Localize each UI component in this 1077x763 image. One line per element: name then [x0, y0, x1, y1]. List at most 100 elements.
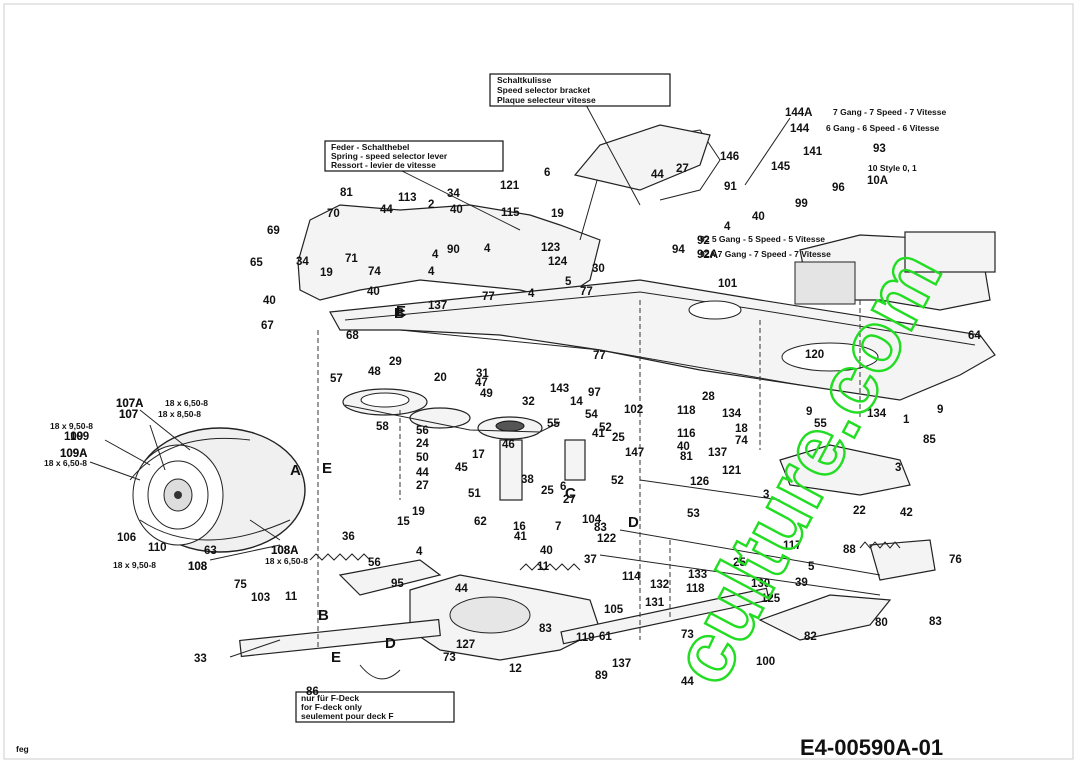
footer-small-mark: feg [16, 744, 29, 754]
part-number-label: D [628, 514, 639, 531]
part-number-label: 41 [592, 428, 605, 440]
part-number-label: 103 [251, 592, 270, 604]
part-number-label: 44 [455, 583, 468, 595]
part-number-label: 4 [484, 243, 491, 255]
rear-wheel [129, 427, 306, 553]
part-number-label: 88 [843, 544, 856, 556]
svg-text:nur für F-Deck: nur für F-Deck [301, 693, 359, 703]
part-number-label: 40 [677, 441, 690, 453]
part-number-label: 50 [416, 452, 429, 464]
part-number-label: 101 [718, 278, 738, 290]
part-number-label: B [318, 607, 329, 624]
part-number-label: 4 [432, 249, 439, 261]
part-number-label: 106 [117, 532, 136, 544]
svg-text:10 Style 0, 1: 10 Style 0, 1 [868, 163, 917, 173]
part-number-label: 27 [676, 163, 689, 175]
part-number-label: 137 [428, 300, 447, 312]
part-number-label: 57 [330, 373, 343, 385]
svg-text:Feder - Schalthebel: Feder - Schalthebel [331, 142, 409, 152]
part-number-label: 118 [677, 405, 696, 417]
part-number-label: 117 [783, 540, 802, 552]
part-number-label: 53 [687, 508, 700, 520]
part-number-label: 45 [455, 462, 468, 474]
part-number-label: 51 [468, 488, 481, 500]
svg-text:108A: 108A [271, 545, 299, 557]
part-number-label: 114 [622, 571, 641, 583]
part-number-label: 9 [937, 404, 943, 416]
part-number-label: 11 [285, 591, 298, 603]
part-number-label: 5 [808, 561, 815, 573]
part-number-label: 44 [681, 676, 694, 688]
svg-text:107: 107 [119, 409, 138, 421]
part-number-label: 107A [116, 398, 144, 410]
part-number-label: 7 [555, 521, 561, 533]
part-number-label: 28 [702, 391, 715, 403]
part-number-label: 70 [327, 208, 340, 220]
svg-text:18 x 9,50-8: 18 x 9,50-8 [50, 421, 93, 431]
svg-text:108: 108 [188, 561, 208, 573]
part-number-label: 42 [900, 507, 913, 519]
page-border [3, 3, 1074, 760]
part-number-label: 19 [412, 506, 425, 518]
part-number-label: 25 [612, 432, 625, 444]
part-number-label: 91 [724, 181, 737, 193]
part-number-label: 16 [513, 521, 526, 533]
part-number-label: 27 [563, 494, 576, 506]
part-number-label: 69 [267, 225, 280, 237]
part-number-label: 41 [514, 531, 527, 543]
part-number-label: 32 [522, 396, 535, 408]
leader-lines [89, 102, 791, 680]
svg-text:Plaque selecteur vitesse: Plaque selecteur vitesse [497, 95, 596, 105]
part-number-label: A [290, 462, 301, 479]
part-number-label: 109 [64, 431, 83, 443]
part-number-label: 68 [346, 330, 359, 342]
part-number-label: 9 [806, 406, 812, 418]
part-number-label: 4 [416, 546, 423, 558]
part-number-label: 44 [416, 467, 429, 479]
part-number-label: 81 [680, 451, 693, 463]
part-number-label: 52 [599, 422, 612, 434]
transaxle [239, 559, 770, 661]
part-number-label: 108A [271, 545, 299, 557]
part-number-label: 31 [476, 368, 489, 380]
part-number-label: 85 [923, 434, 936, 446]
part-number-label: 15 [397, 516, 410, 528]
part-number-label: 44 [380, 204, 393, 216]
part-number-label: 146 [720, 151, 739, 163]
part-number-label: 3 [763, 489, 769, 501]
part-number-label: 55 [814, 418, 827, 430]
part-number-label: E [322, 460, 332, 477]
part-number-label: 115 [501, 207, 520, 219]
part-number-label: 126 [690, 476, 709, 488]
part-number-label: 6 [544, 167, 550, 179]
part-number-label: 24 [416, 438, 429, 450]
part-number-label: 14 [570, 396, 583, 408]
part-number-label: 133 [688, 569, 707, 581]
part-number-label: 77 [580, 286, 593, 298]
part-number-label: 130 [751, 578, 770, 590]
part-number-label: 97 [588, 387, 601, 399]
part-number-label: 76 [949, 554, 962, 566]
part-number-label: 19 [551, 208, 564, 220]
part-number-label: 22 [853, 505, 866, 517]
part-number-label: 127 [456, 639, 475, 651]
part-number-label: E [396, 303, 406, 320]
part-number-label: 75 [234, 579, 247, 591]
svg-text:18 x 6,50-8: 18 x 6,50-8 [265, 556, 308, 566]
part-number-label: 141 [803, 146, 823, 158]
part-number-label: 46 [502, 439, 515, 451]
part-number-label: 54 [585, 409, 598, 421]
part-number-label: 110 [148, 542, 167, 554]
part-number-label: 44 [651, 169, 664, 181]
part-number-label: 102 [624, 404, 643, 416]
part-number-label: 100 [756, 656, 775, 668]
part-number-label: 120 [805, 349, 824, 361]
note-box-f-deck-only: nur für F-Deck for F-deck only seulement… [295, 691, 455, 723]
variant-notes: 144A 7 Gang - 7 Speed - 7 Vitesse 144 6 … [44, 107, 946, 573]
part-number-label: 4 [724, 221, 731, 233]
part-number-label: 27 [416, 480, 429, 492]
part-number-label: 33 [194, 653, 207, 665]
part-number-label: 80 [875, 617, 888, 629]
